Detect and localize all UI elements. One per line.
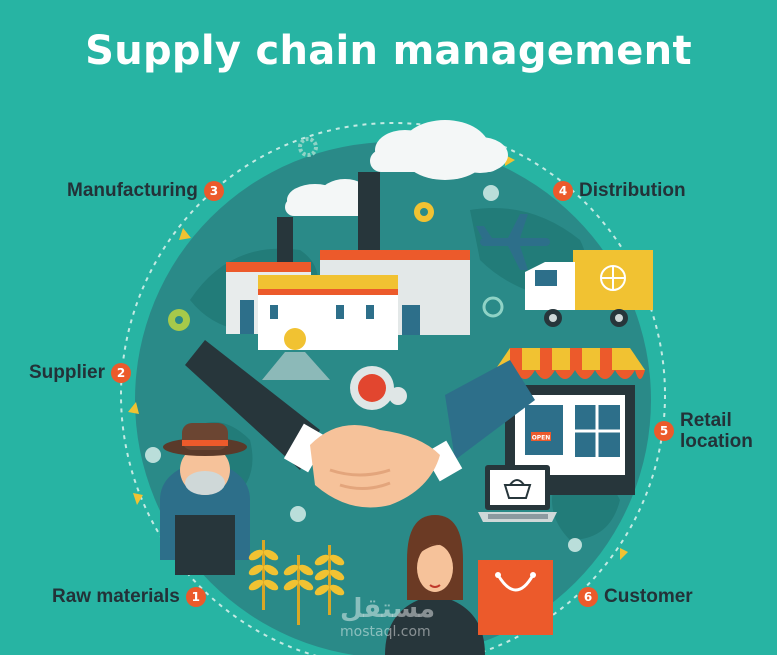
farmer-icon bbox=[160, 423, 250, 575]
step-label: Supplier bbox=[29, 362, 106, 383]
step-customer: 6 Customer bbox=[578, 586, 693, 608]
watermark: مستقل mostaql.com bbox=[340, 596, 435, 640]
step-label: Manufacturing bbox=[67, 180, 198, 201]
step-number-badge: 3 bbox=[203, 181, 224, 201]
watermark-latin: mostaql.com bbox=[340, 624, 431, 640]
step-raw-materials: Raw materials 1 bbox=[52, 586, 206, 608]
open-sign-text: OPEN bbox=[532, 435, 551, 442]
cloud-icon bbox=[285, 120, 508, 216]
wheat-icon bbox=[248, 540, 345, 625]
step-supplier: Supplier 2 bbox=[29, 362, 132, 384]
step-manufacturing: Manufacturing 3 bbox=[67, 180, 224, 202]
open-sign bbox=[531, 432, 551, 441]
truck-icon bbox=[525, 250, 653, 327]
step-number-badge: 4 bbox=[553, 181, 573, 201]
step-distribution: 4 Distribution bbox=[553, 180, 686, 202]
step-label: Distribution bbox=[579, 180, 686, 201]
laptop-icon bbox=[478, 465, 557, 522]
step-label-line2: location bbox=[680, 431, 753, 452]
step-number-badge: 5 bbox=[654, 421, 674, 441]
step-retail-location: 5 Retail location bbox=[654, 410, 753, 452]
plus-icon bbox=[145, 185, 582, 552]
step-label: Raw materials bbox=[52, 586, 180, 607]
handshake-icon bbox=[185, 340, 535, 508]
step-number-badge: 6 bbox=[578, 587, 598, 607]
gear-icon bbox=[168, 137, 504, 410]
customer-icon bbox=[385, 515, 485, 655]
factory-icon bbox=[226, 172, 470, 380]
step-label-line1: Retail bbox=[680, 410, 732, 431]
step-number-badge: 1 bbox=[185, 587, 206, 607]
step-label: Customer bbox=[604, 586, 693, 607]
cycle-path bbox=[120, 122, 666, 655]
watermark-arabic: مستقل bbox=[340, 594, 436, 624]
page-title: Supply chain management bbox=[85, 28, 692, 74]
shopping-bag-icon bbox=[478, 560, 553, 635]
airplane-icon bbox=[476, 214, 550, 270]
step-number-badge: 2 bbox=[111, 363, 132, 383]
